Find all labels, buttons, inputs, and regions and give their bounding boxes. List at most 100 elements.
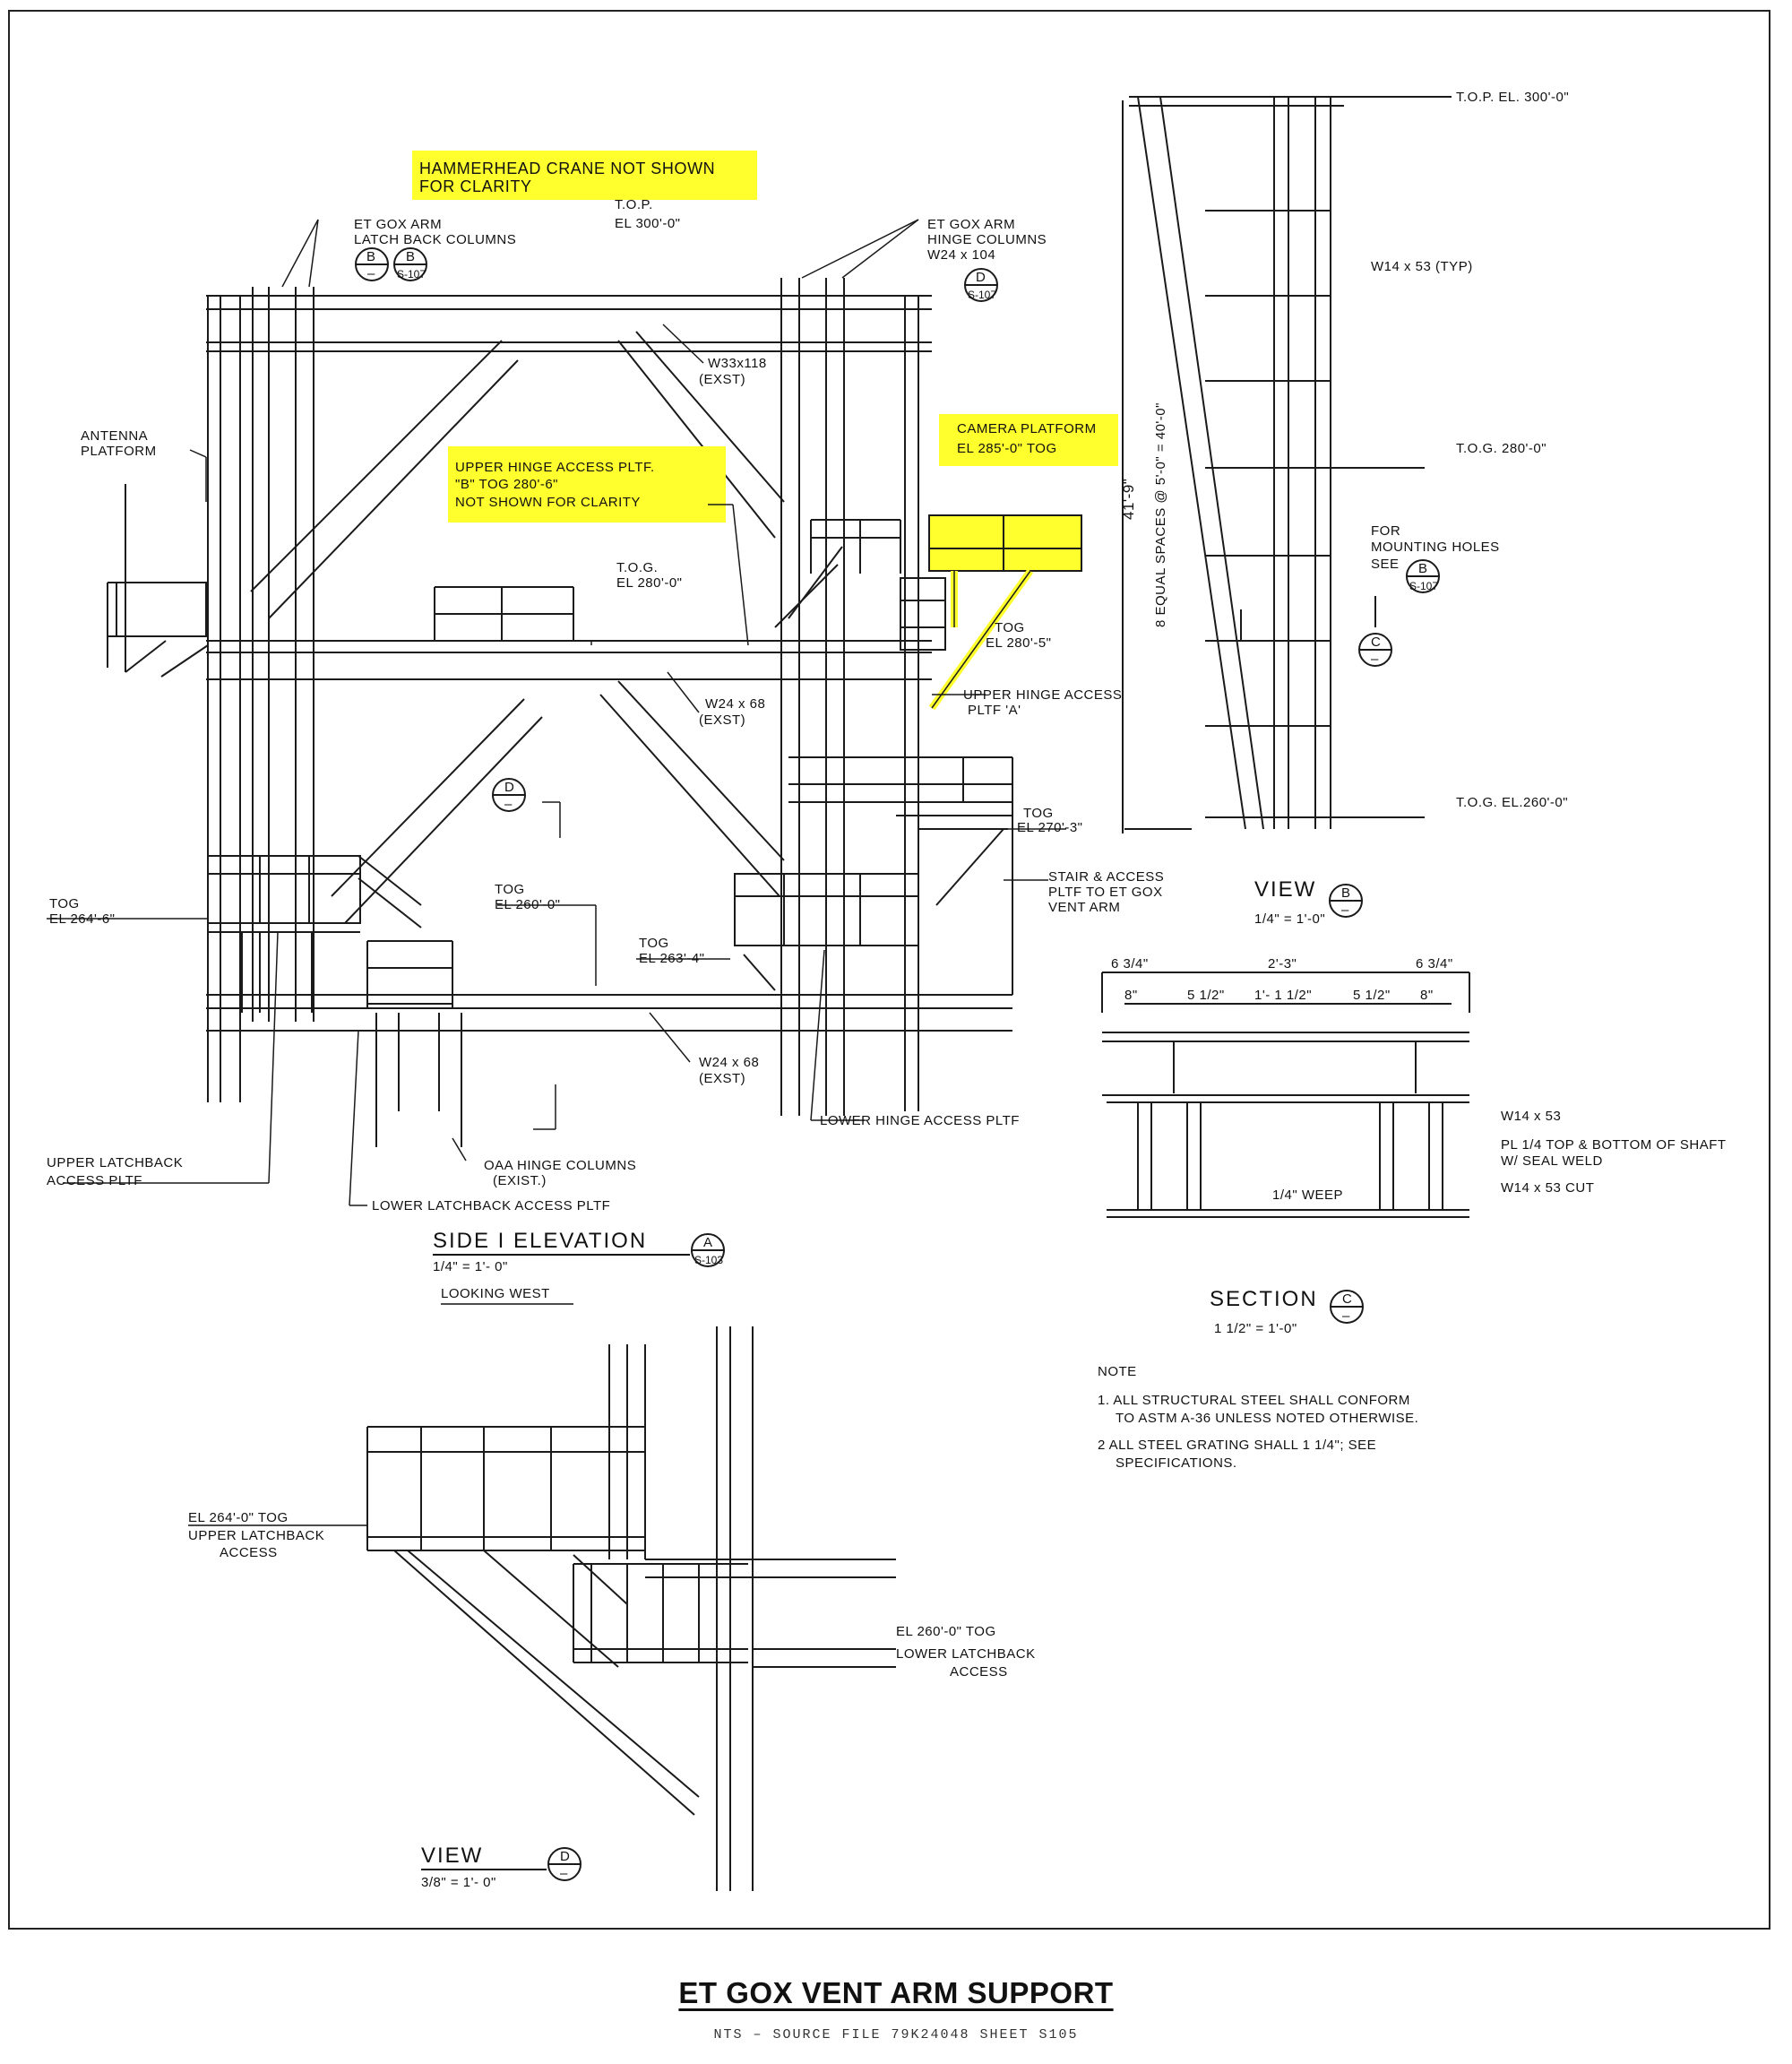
callout-mh-bot: S-107 (1409, 580, 1438, 592)
lower-hinge-label: LOWER HINGE ACCESS PLTF (820, 1113, 1020, 1128)
callout-d2-top: D (504, 780, 514, 795)
pl-label-1: PL 1/4 TOP & BOTTOM OF SHAFT (1501, 1137, 1727, 1153)
top-el-300-label: T.O.P. EL. 300'-0" (1456, 90, 1569, 105)
weep-label: 1/4" WEEP (1272, 1187, 1343, 1203)
el264-label-3: ACCESS (220, 1545, 278, 1560)
note-1-line-b: TO ASTM A-36 UNLESS NOTED OTHERWISE. (1116, 1411, 1418, 1426)
hinge-columns-label-3: W24 x 104 (927, 247, 995, 263)
upper-latch-label-1: UPPER LATCHBACK (47, 1155, 183, 1170)
tog-270-label-1: TOG (1023, 806, 1054, 821)
top-label-2: EL 300'-0" (615, 216, 681, 231)
callout-vb-bot: – (1341, 902, 1349, 918)
hammerhead-note-line-1: HAMMERHEAD CRANE NOT SHOWN (419, 160, 715, 177)
w14-53-label: W14 x 53 (1501, 1109, 1561, 1124)
tog-el-260-label: T.O.G. EL.260'-0" (1456, 795, 1568, 810)
w24-label-2: W24 x 68 (699, 1055, 759, 1070)
camera-note-highlight (939, 414, 1118, 466)
view-d-title: VIEW (421, 1844, 483, 1868)
section-c-labels: 2'-3" 6 3/4" 6 3/4" 8" 5 1/2" 1'- 1 1/2"… (1111, 956, 1727, 1336)
leader-lines (47, 219, 1066, 1206)
tog-280-label-1: T.O.G. (616, 560, 658, 575)
el260-label-2: LOWER LATCHBACK (896, 1646, 1036, 1662)
dim-41-9-label: 41'-9" (1120, 479, 1137, 520)
looking-west-label: LOOKING WEST (441, 1286, 550, 1301)
mounting-label-3: SEE (1371, 557, 1400, 572)
el260-label-3: ACCESS (950, 1664, 1008, 1680)
callout-a-top: A (703, 1235, 712, 1250)
note-title: NOTE (1098, 1364, 1137, 1379)
callout-vb-top: B (1341, 885, 1350, 901)
tog-280-label-2: EL 280'-0" (616, 575, 683, 591)
el264-label-2: UPPER LATCHBACK (188, 1528, 324, 1543)
view-d-drawing (366, 1326, 896, 1891)
camera-platform (928, 514, 1082, 711)
view-d-scale: 3/8" = 1'- 0" (421, 1875, 496, 1890)
callout-vd-bot: – (560, 1866, 568, 1881)
w33-exst-label: (EXST) (699, 372, 745, 387)
equal-spaces-label: 8 EQUAL SPACES @ 5'-0" = 40'-0" (1153, 402, 1168, 627)
hinge-columns-label-2: HINGE COLUMNS (927, 232, 1047, 247)
hinge-columns-label-1: ET GOX ARM (927, 217, 1015, 232)
dim-8-left: 8" (1124, 988, 1138, 1003)
tog-280-5-label-2: EL 280'-5" (986, 635, 1052, 651)
tog-260-label-2: EL 260'-0" (495, 897, 561, 912)
tog-280-5-label-1: TOG (995, 620, 1025, 635)
oaa-label-1: OAA HINGE COLUMNS (484, 1158, 636, 1173)
dim-6-3-4-left: 6 3/4" (1111, 956, 1149, 972)
section-c-title: SECTION (1210, 1287, 1318, 1311)
oaa-label-2: (EXIST.) (493, 1173, 547, 1188)
w14-cut-label: W14 x 53 CUT (1501, 1180, 1594, 1196)
upper-hinge-a-label-2: PLTF 'A' (968, 703, 1021, 718)
antenna-label-1: ANTENNA (81, 428, 148, 444)
camera-label-1: CAMERA PLATFORM (957, 421, 1097, 436)
callout-d-top: D (976, 270, 986, 285)
upper-hinge-b-label-2: "B" TOG 280'-6" (455, 477, 558, 492)
el264-label-1: EL 264'-0" TOG (188, 1510, 289, 1525)
drawing-source-note: NTS – SOURCE FILE 79K24048 SHEET S105 (713, 2027, 1079, 2042)
side-elevation-title: SIDE I ELEVATION (433, 1229, 647, 1253)
callout-b-top: B (366, 249, 375, 264)
view-b-labels: T.O.P. EL. 300'-0" W14 x 53 (TYP) T.O.G.… (1120, 90, 1569, 927)
section-c-drawing (1101, 972, 1470, 1218)
upper-hinge-b-label-1: UPPER HINGE ACCESS PLTF. (455, 460, 655, 475)
callout-a-bot: S-103 (694, 1254, 723, 1266)
tog-el-280-label: T.O.G. 280'-0" (1456, 441, 1546, 456)
lower-latch-label: LOWER LATCHBACK ACCESS PLTF (372, 1198, 610, 1213)
callout-b-bot: – (367, 266, 375, 281)
note-1-line-a: 1. ALL STRUCTURAL STEEL SHALL CONFORM (1098, 1393, 1410, 1408)
tog-264-label-2: EL 264'-6" (49, 911, 116, 927)
pl-label-2: W/ SEAL WELD (1501, 1153, 1603, 1169)
stair-label-2: PLTF TO ET GOX (1048, 885, 1163, 900)
dim-5-1-2-right: 5 1/2" (1353, 988, 1391, 1003)
dim-5-1-2-left: 5 1/2" (1187, 988, 1225, 1003)
note-2-line-b: SPECIFICATIONS. (1116, 1455, 1237, 1471)
callout-vd-top: D (560, 1849, 570, 1864)
w14-typ-label: W14 x 53 (TYP) (1371, 259, 1473, 274)
w24-exst-label-2: (EXST) (699, 1071, 745, 1086)
side-elevation-view (107, 278, 1013, 1147)
dim-6-3-4-right: 6 3/4" (1416, 956, 1453, 972)
camera-label-2: EL 285'-0" TOG (957, 441, 1057, 456)
antenna-label-2: PLATFORM (81, 444, 157, 459)
side-elevation-scale: 1/4" = 1'- 0" (433, 1259, 508, 1274)
drawing-border (8, 10, 1770, 1930)
tog-263-label-1: TOG (639, 936, 669, 951)
el260-label-1: EL 260'-0" TOG (896, 1624, 996, 1639)
w24-label-1: W24 x 68 (705, 696, 765, 712)
callout-c-top: C (1371, 635, 1381, 650)
callout-sc-bot: – (1342, 1308, 1350, 1324)
tog-264-label-1: TOG (49, 896, 80, 911)
dim-1-1-1-2-label: 1'- 1 1/2" (1254, 988, 1312, 1003)
top-label-1: T.O.P. (615, 197, 653, 212)
view-b-title: VIEW (1254, 877, 1316, 902)
hammerhead-note-line-2: FOR CLARITY (419, 177, 532, 195)
dim-8-right: 8" (1420, 988, 1434, 1003)
w33-label: W33x118 (708, 356, 767, 371)
callout-circles (355, 247, 1440, 1881)
tog-263-label-2: EL 263'-4" (639, 951, 705, 966)
tog-260-label-1: TOG (495, 882, 525, 897)
note-2-line-a: 2 ALL STEEL GRATING SHALL 1 1/4"; SEE (1098, 1438, 1376, 1453)
mounting-label-1: FOR (1371, 523, 1400, 539)
callout-text: B – B S-107 D S-107 D – C – A S-103 B – … (366, 249, 1438, 1881)
